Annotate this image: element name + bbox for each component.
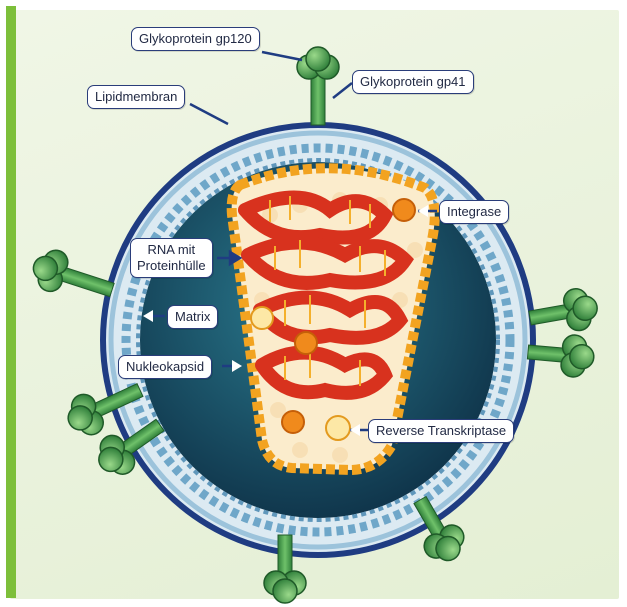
label-glykoprotein-gp120: Glykoprotein gp120: [131, 27, 260, 51]
integrase-molecule: [393, 199, 415, 221]
label-rna-line2: Proteinhülle: [137, 258, 206, 274]
label-rna-line1: RNA mit: [137, 242, 206, 258]
label-nukleokapsid: Nukleokapsid: [118, 355, 212, 379]
label-matrix: Matrix: [167, 305, 218, 329]
label-lipidmembran: Lipidmembran: [87, 85, 185, 109]
label-glykoprotein-gp41: Glykoprotein gp41: [352, 70, 474, 94]
label-reverse-transkriptase: Reverse Transkriptase: [368, 419, 514, 443]
label-rna-mit-proteinhuelle: RNA mit Proteinhülle: [130, 238, 213, 278]
label-integrase: Integrase: [439, 200, 509, 224]
reverse-transkriptase-molecule: [326, 416, 350, 440]
